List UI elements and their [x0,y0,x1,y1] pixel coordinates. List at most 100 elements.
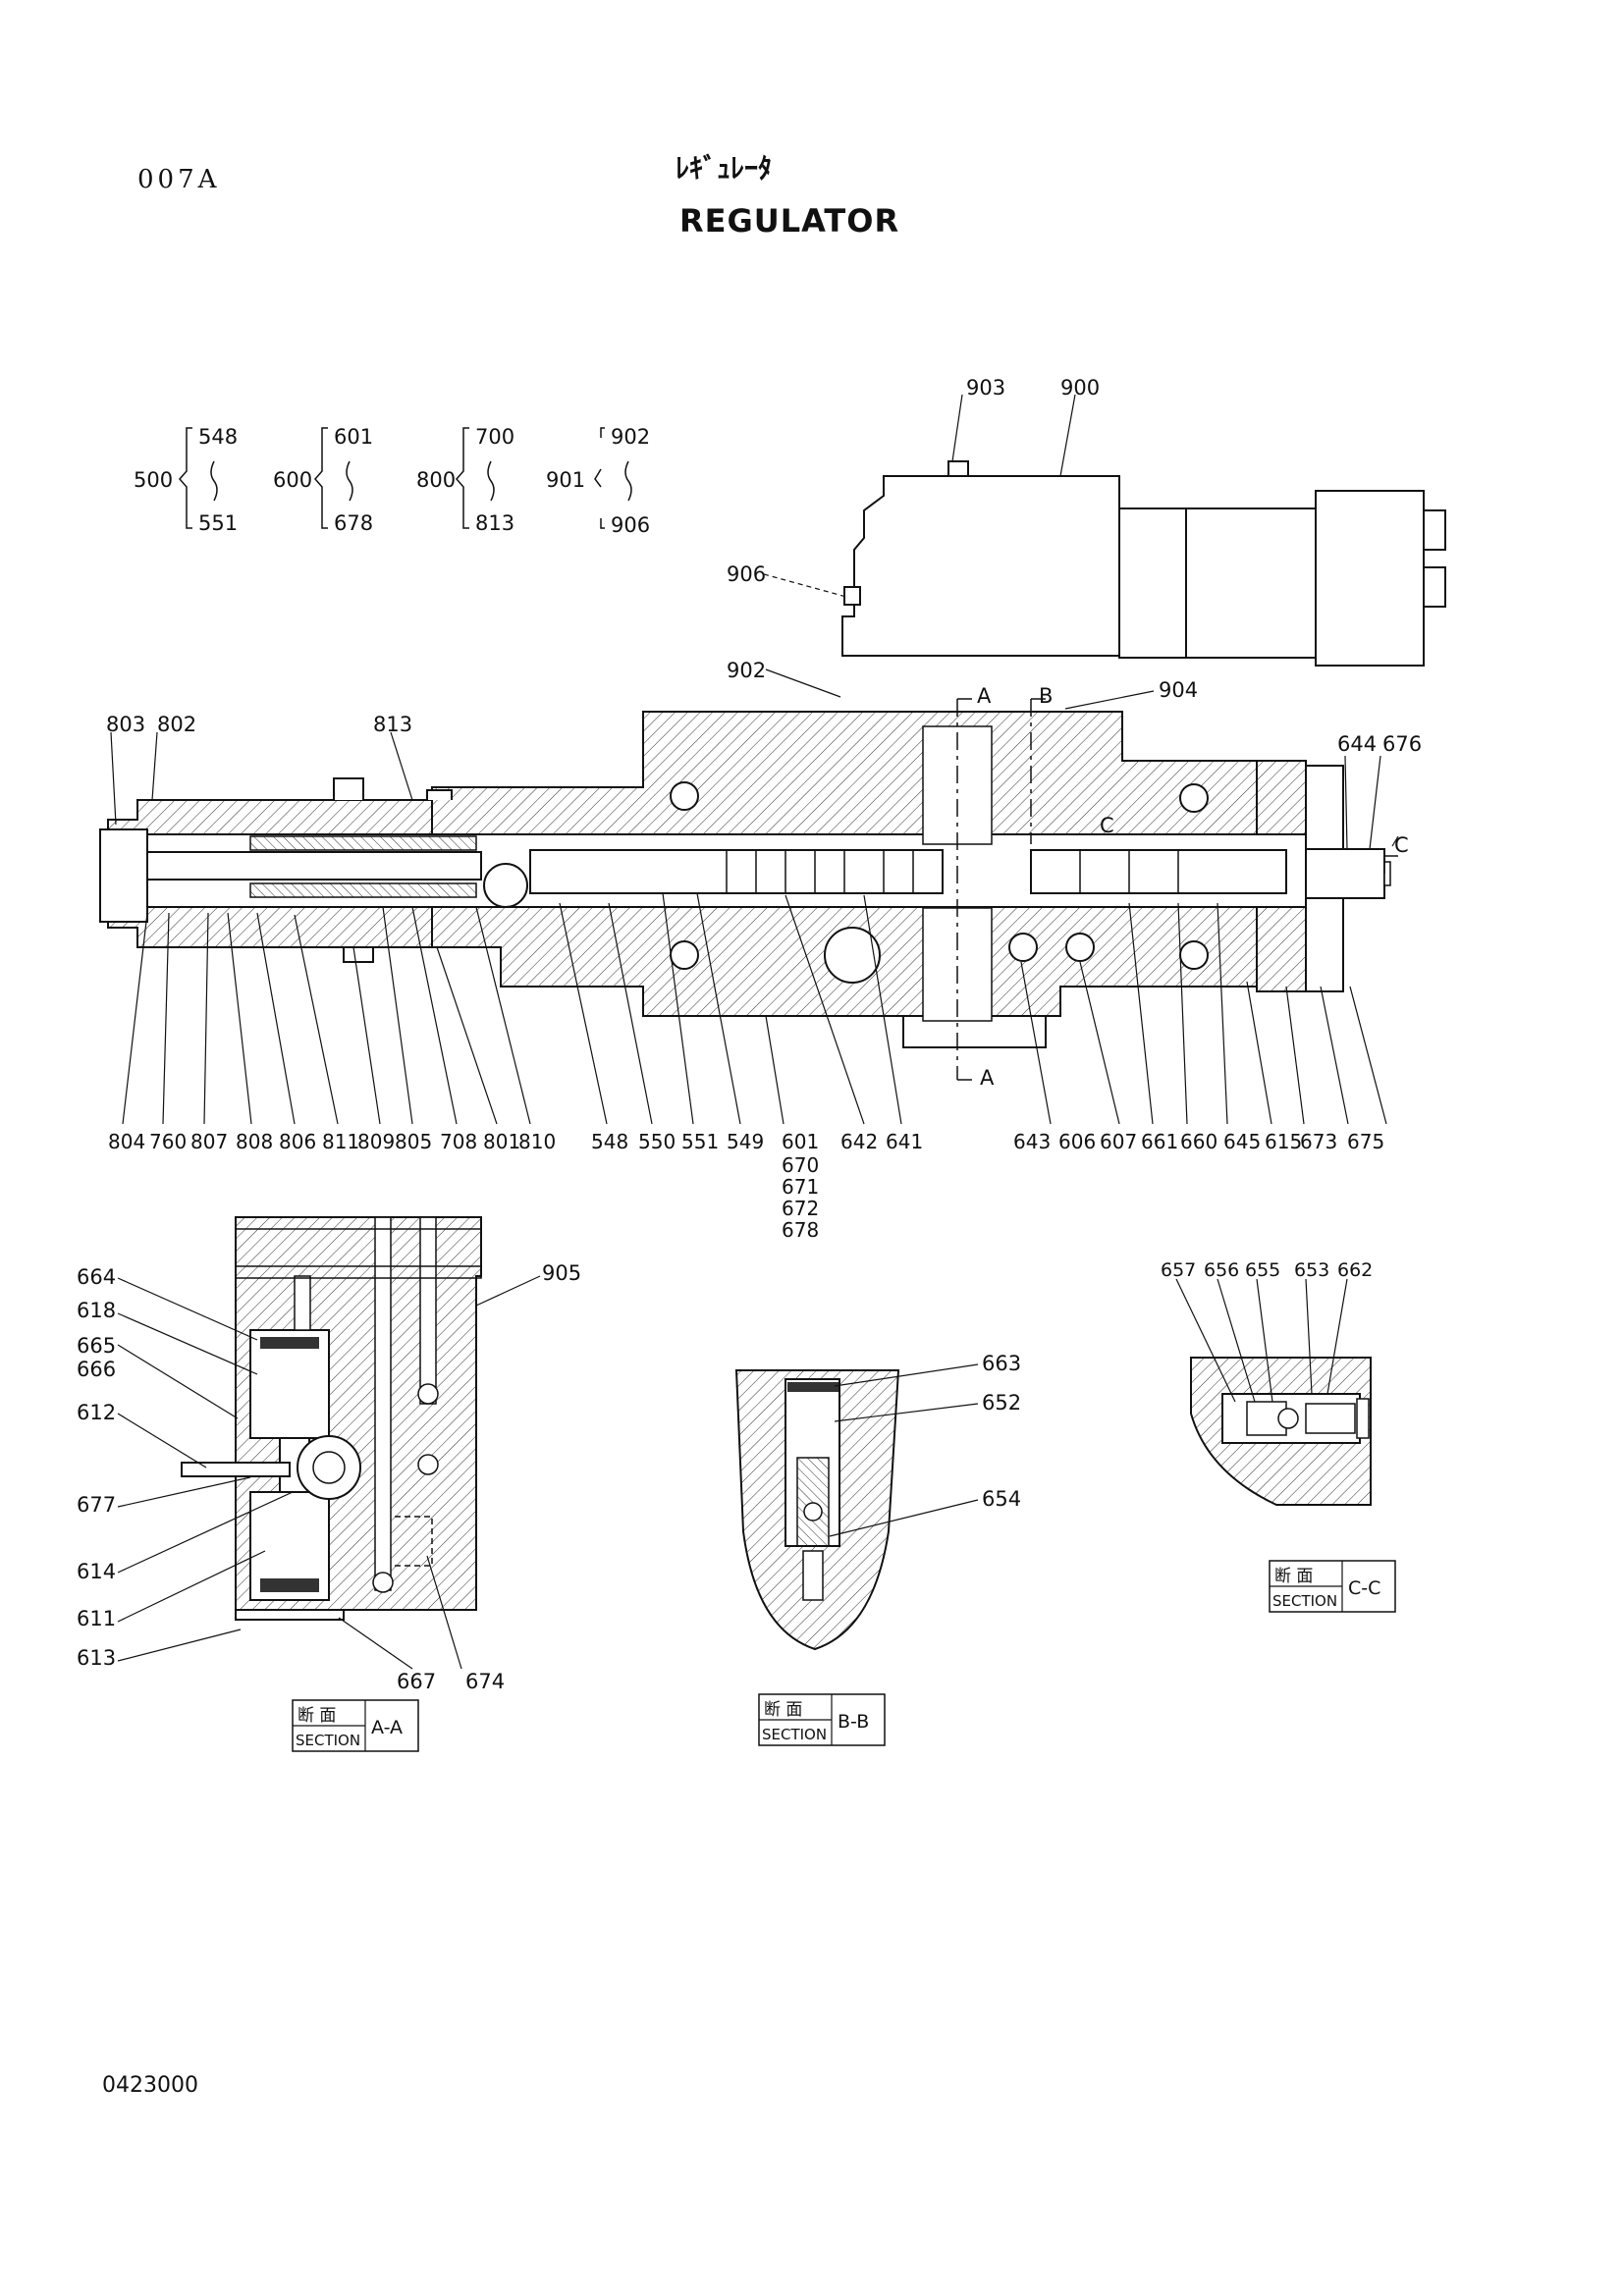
section-bb-label-en: SECTION [762,1726,827,1743]
title-english: REGULATOR [679,202,900,240]
callout-660: 660 [1180,1130,1217,1153]
group-to: 906 [611,513,650,537]
group-id: 901 [546,468,585,492]
callout-675: 675 [1347,1130,1384,1153]
callout-664: 664 [77,1265,116,1289]
callout-662: 662 [1337,1259,1373,1281]
callout-903: 903 [966,376,1005,400]
callout-801: 801 [483,1130,520,1153]
callout-652: 652 [982,1391,1021,1415]
group-800: 800 700 813 [416,425,514,535]
section-mark-c-right: C [1394,833,1409,857]
callout-674: 674 [465,1670,505,1693]
callout-677: 677 [77,1493,116,1517]
solenoid-unit [841,460,1446,667]
group-to: 551 [198,511,238,535]
regulator-body [99,711,1391,1048]
group-id: 800 [416,468,456,492]
callout-671: 671 [782,1175,819,1199]
group-brackets: 500 548 551 600 601 678 800 700 813 901 … [134,425,650,537]
section-mark-c-inner: C [1100,814,1114,837]
callout-644: 644 [1337,732,1377,756]
callout-641: 641 [886,1130,923,1153]
group-from: 601 [334,425,373,449]
callout-813: 813 [373,713,412,736]
callout-645: 645 [1223,1130,1261,1153]
section-cc-suffix: C-C [1348,1577,1380,1599]
callout-906: 906 [727,562,766,586]
group-500: 500 548 551 [134,425,238,535]
group-from: 700 [475,425,514,449]
callout-808: 808 [236,1130,273,1153]
section-cc-view: 657 656 655 653 662 断 面 SECTION C-C [1161,1259,1396,1613]
callout-809: 809 [357,1130,395,1153]
section-aa-label-en: SECTION [296,1732,360,1749]
group-from: 902 [611,425,650,449]
group-id: 500 [134,468,173,492]
callout-672: 672 [782,1197,819,1220]
group-to: 678 [334,511,373,535]
callout-807: 807 [190,1130,228,1153]
section-lines [956,698,1398,1081]
callout-614: 614 [77,1560,116,1583]
callout-810: 810 [518,1130,556,1153]
section-aa-label-jp: 断 面 [298,1706,336,1726]
section-mark-a-bottom: A [980,1066,995,1090]
main-bottom-callouts: 804 760 807 808 806 811 809 805 708 801 … [108,1130,1384,1242]
callout-601: 601 [782,1130,819,1153]
callout-667: 667 [397,1670,436,1693]
callout-670: 670 [782,1153,819,1177]
callout-902: 902 [727,659,766,682]
main-section-view: 903 900 906 902 904 803 802 813 644 676 … [99,376,1446,1242]
callout-665: 665 [77,1334,116,1358]
section-aa-suffix: A-A [371,1717,403,1738]
main-top-callouts: 903 900 906 902 904 803 802 813 644 676 … [106,376,1422,1090]
callout-549: 549 [727,1130,764,1153]
callout-803: 803 [106,713,145,736]
callout-550: 550 [638,1130,676,1153]
callout-613: 613 [77,1646,116,1670]
section-cc-label: 断 面 SECTION C-C [1269,1560,1396,1613]
callout-607: 607 [1100,1130,1137,1153]
callout-653: 653 [1294,1259,1329,1281]
callout-606: 606 [1058,1130,1096,1153]
callout-802: 802 [157,713,196,736]
leader-lines [110,394,1399,1125]
callout-804: 804 [108,1130,145,1153]
callout-806: 806 [279,1130,316,1153]
callout-657: 657 [1161,1259,1196,1281]
callout-642: 642 [840,1130,878,1153]
callout-905: 905 [542,1261,581,1285]
callout-900: 900 [1060,376,1100,400]
callout-548: 548 [591,1130,628,1153]
section-mark-b-top: B [1039,684,1053,708]
callout-811: 811 [322,1130,359,1153]
section-bb-view: 663 652 654 断 面 SECTION B-B [734,1352,1021,1746]
callout-760: 760 [149,1130,187,1153]
callout-676: 676 [1382,732,1422,756]
page-code: 007A [137,165,221,194]
group-600: 600 601 678 [273,425,373,535]
section-bb-callouts: 663 652 654 [982,1352,1021,1511]
callout-656: 656 [1204,1259,1239,1281]
group-901: 901 902 906 [546,425,650,537]
section-cc-label-en: SECTION [1272,1592,1337,1610]
callout-708: 708 [440,1130,477,1153]
callout-612: 612 [77,1401,116,1424]
callout-643: 643 [1013,1130,1051,1153]
callout-666: 666 [77,1358,116,1381]
group-to: 813 [475,511,514,535]
section-cc-leaders [1175,1278,1348,1403]
callout-805: 805 [395,1130,432,1153]
section-aa-view: 664 618 665 666 612 677 614 611 613 905 … [77,1216,581,1752]
section-aa-leaders [117,1275,541,1670]
callout-655: 655 [1245,1259,1280,1281]
callout-615: 615 [1265,1130,1302,1153]
callout-661: 661 [1141,1130,1178,1153]
callout-654: 654 [982,1487,1021,1511]
callout-551: 551 [681,1130,719,1153]
group-from: 548 [198,425,238,449]
callout-618: 618 [77,1299,116,1322]
callout-673: 673 [1300,1130,1337,1153]
section-aa-label: 断 面 SECTION A-A [292,1699,419,1752]
